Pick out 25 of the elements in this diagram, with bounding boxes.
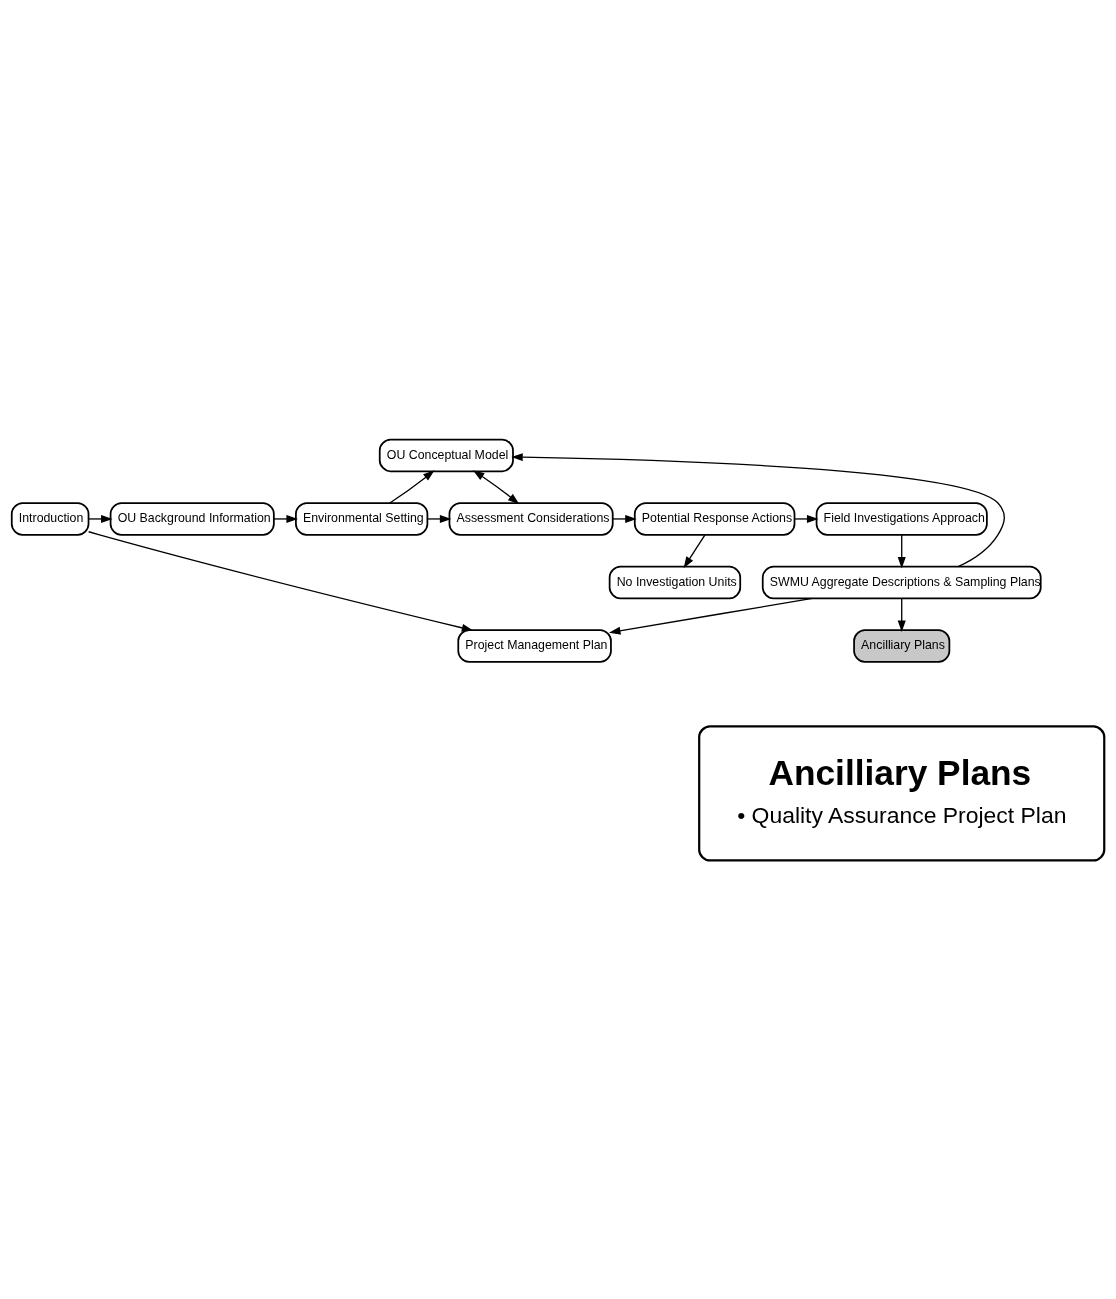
node-box: Potential Response Actions	[633, 501, 796, 536]
arrow	[794, 514, 819, 523]
node-box: Environmental Setting	[295, 501, 429, 536]
arrow	[389, 469, 435, 504]
arrow	[897, 597, 906, 632]
node-box: Assessment Considerations	[448, 501, 614, 536]
node-box: Ancilliary Plans • Quality Assurance Project Plan	[698, 724, 1106, 862]
arrow	[897, 533, 906, 569]
node-box: OU Conceptual Model	[378, 438, 514, 472]
node-box: OU Background Information	[109, 501, 275, 536]
node-box: SWMU Aggregate Descriptions & Sampling Plans	[761, 565, 1042, 599]
node-box: Ancilliary Plans	[853, 628, 951, 663]
node-box: No Investigation Units	[608, 565, 742, 599]
node-box: Introduction	[10, 501, 90, 536]
arrow	[273, 514, 298, 523]
arrow	[511, 452, 1005, 567]
arrow	[683, 533, 706, 568]
arrow	[609, 597, 814, 635]
arrow	[612, 514, 637, 523]
arrow	[88, 514, 113, 523]
arrow	[472, 469, 520, 504]
arrow	[426, 514, 452, 523]
arrow	[88, 530, 474, 632]
node-box: Project Management Plan	[457, 628, 612, 663]
node-box: Field Investigations Approach	[815, 501, 988, 536]
